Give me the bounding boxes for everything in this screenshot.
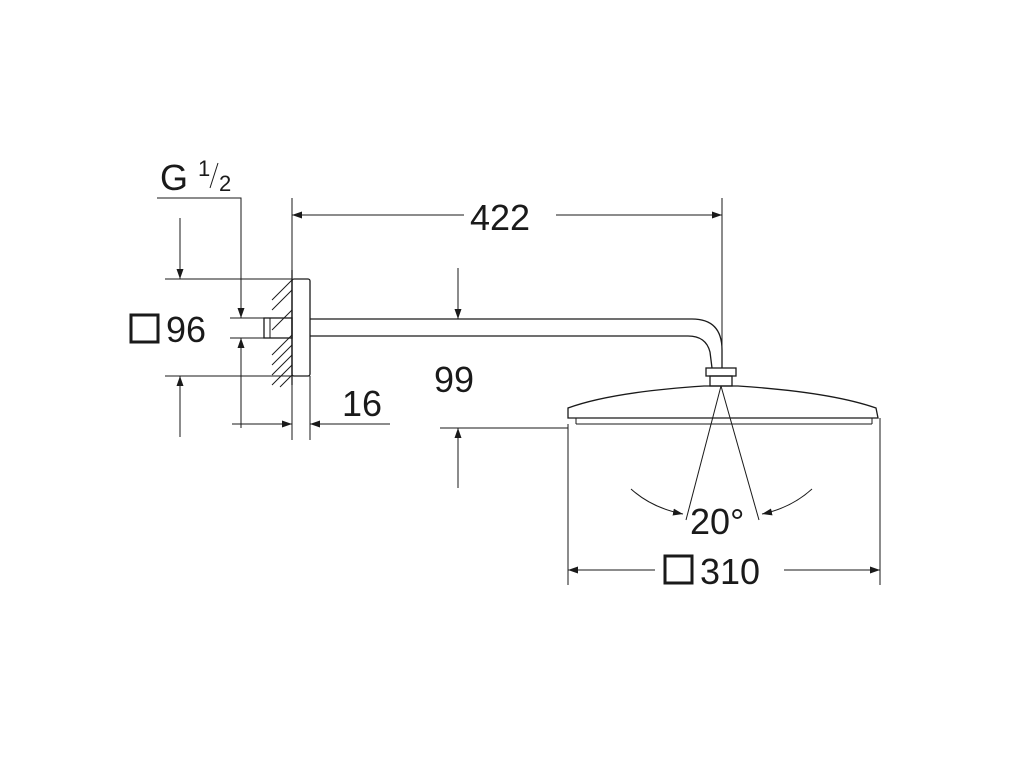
arm-length-label: 422 <box>470 197 530 238</box>
thread-dimension: G 1 2 <box>157 156 264 428</box>
flange-size-label: 96 <box>166 309 206 350</box>
wall-flange <box>263 270 311 388</box>
tilt-angle-dimension: 20° <box>690 501 744 542</box>
tilt-angle-label: 20° <box>690 501 744 542</box>
square-icon <box>663 554 694 585</box>
flange-depth-label: 16 <box>342 383 382 424</box>
head-size-dimension: 310 <box>567 418 881 592</box>
thread-prefix: G <box>160 157 188 198</box>
arm-length-dimension: 422 <box>291 197 723 368</box>
square-icon <box>129 313 160 344</box>
thread-fraction-num: 1 <box>198 156 210 181</box>
flange-size-dimension: 96 <box>129 218 292 437</box>
shower-arm <box>310 318 723 369</box>
flange-depth-dimension: 16 <box>232 376 390 440</box>
drop-height-dimension: 99 <box>434 268 568 488</box>
wall-hatching <box>271 279 293 388</box>
drop-height-label: 99 <box>434 359 474 400</box>
thread-fraction-den: 2 <box>219 171 231 196</box>
shower-head <box>567 367 879 521</box>
head-size-label: 310 <box>700 551 760 592</box>
